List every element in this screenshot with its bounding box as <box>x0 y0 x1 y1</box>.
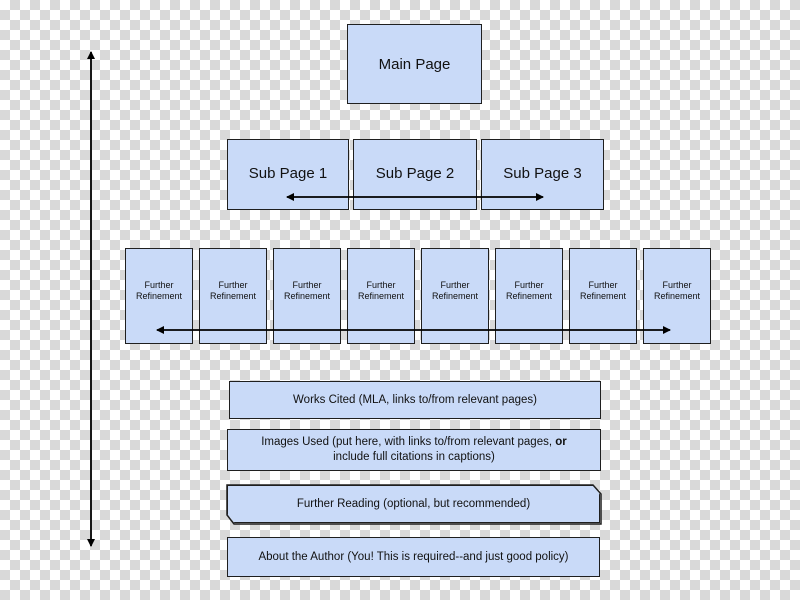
sub-page-2-label: Sub Page 2 <box>375 165 455 182</box>
further-reading-label: Further Reading (optional, but recommend… <box>296 497 531 510</box>
sub-page-1-label: Sub Page 1 <box>248 165 328 182</box>
about-author-box: About the Author (You! This is required-… <box>227 537 600 577</box>
works-cited-box: Works Cited (MLA, links to/from relevant… <box>229 381 601 419</box>
further-refinement-line1: Further <box>366 280 396 290</box>
further-refinement-line1: Further <box>588 280 618 290</box>
main-page-box: Main Page <box>347 24 482 104</box>
further-reading-box: Further Reading (optional, but recommend… <box>227 485 600 523</box>
images-used-line2: include full citations in captions) <box>333 451 495 463</box>
further-refinement-line1: Further <box>514 280 544 290</box>
further-refinement-line1: Further <box>292 280 322 290</box>
further-refinement-line2: Refinement <box>283 291 331 301</box>
further-reading-outline <box>226 484 602 525</box>
images-used-line1: Images Used (put here, with links to/fro… <box>261 436 553 448</box>
further-refinement-line2: Refinement <box>357 291 405 301</box>
further-refinement-line2: Refinement <box>579 291 627 301</box>
images-used-box: Images Used (put here, with links to/fro… <box>227 429 601 471</box>
further-refinement-line1: Further <box>218 280 248 290</box>
works-cited-label: Works Cited (MLA, links to/from relevant… <box>293 393 537 406</box>
further-refinement-line1: Further <box>662 280 692 290</box>
further-refinement-line2: Refinement <box>135 291 183 301</box>
further-refinement-line1: Further <box>440 280 470 290</box>
further-refinement-line2: Refinement <box>653 291 701 301</box>
further-refinement-line2: Refinement <box>505 291 553 301</box>
about-author-label: About the Author (You! This is required-… <box>258 550 569 563</box>
further-refinement-line2: Refinement <box>431 291 479 301</box>
main-page-label: Main Page <box>378 55 451 73</box>
sub-page-3-label: Sub Page 3 <box>503 165 582 182</box>
further-refinement-line2: Refinement <box>209 291 257 301</box>
further-refinement-line1: Further <box>144 280 174 290</box>
images-used-or: or <box>555 436 567 448</box>
